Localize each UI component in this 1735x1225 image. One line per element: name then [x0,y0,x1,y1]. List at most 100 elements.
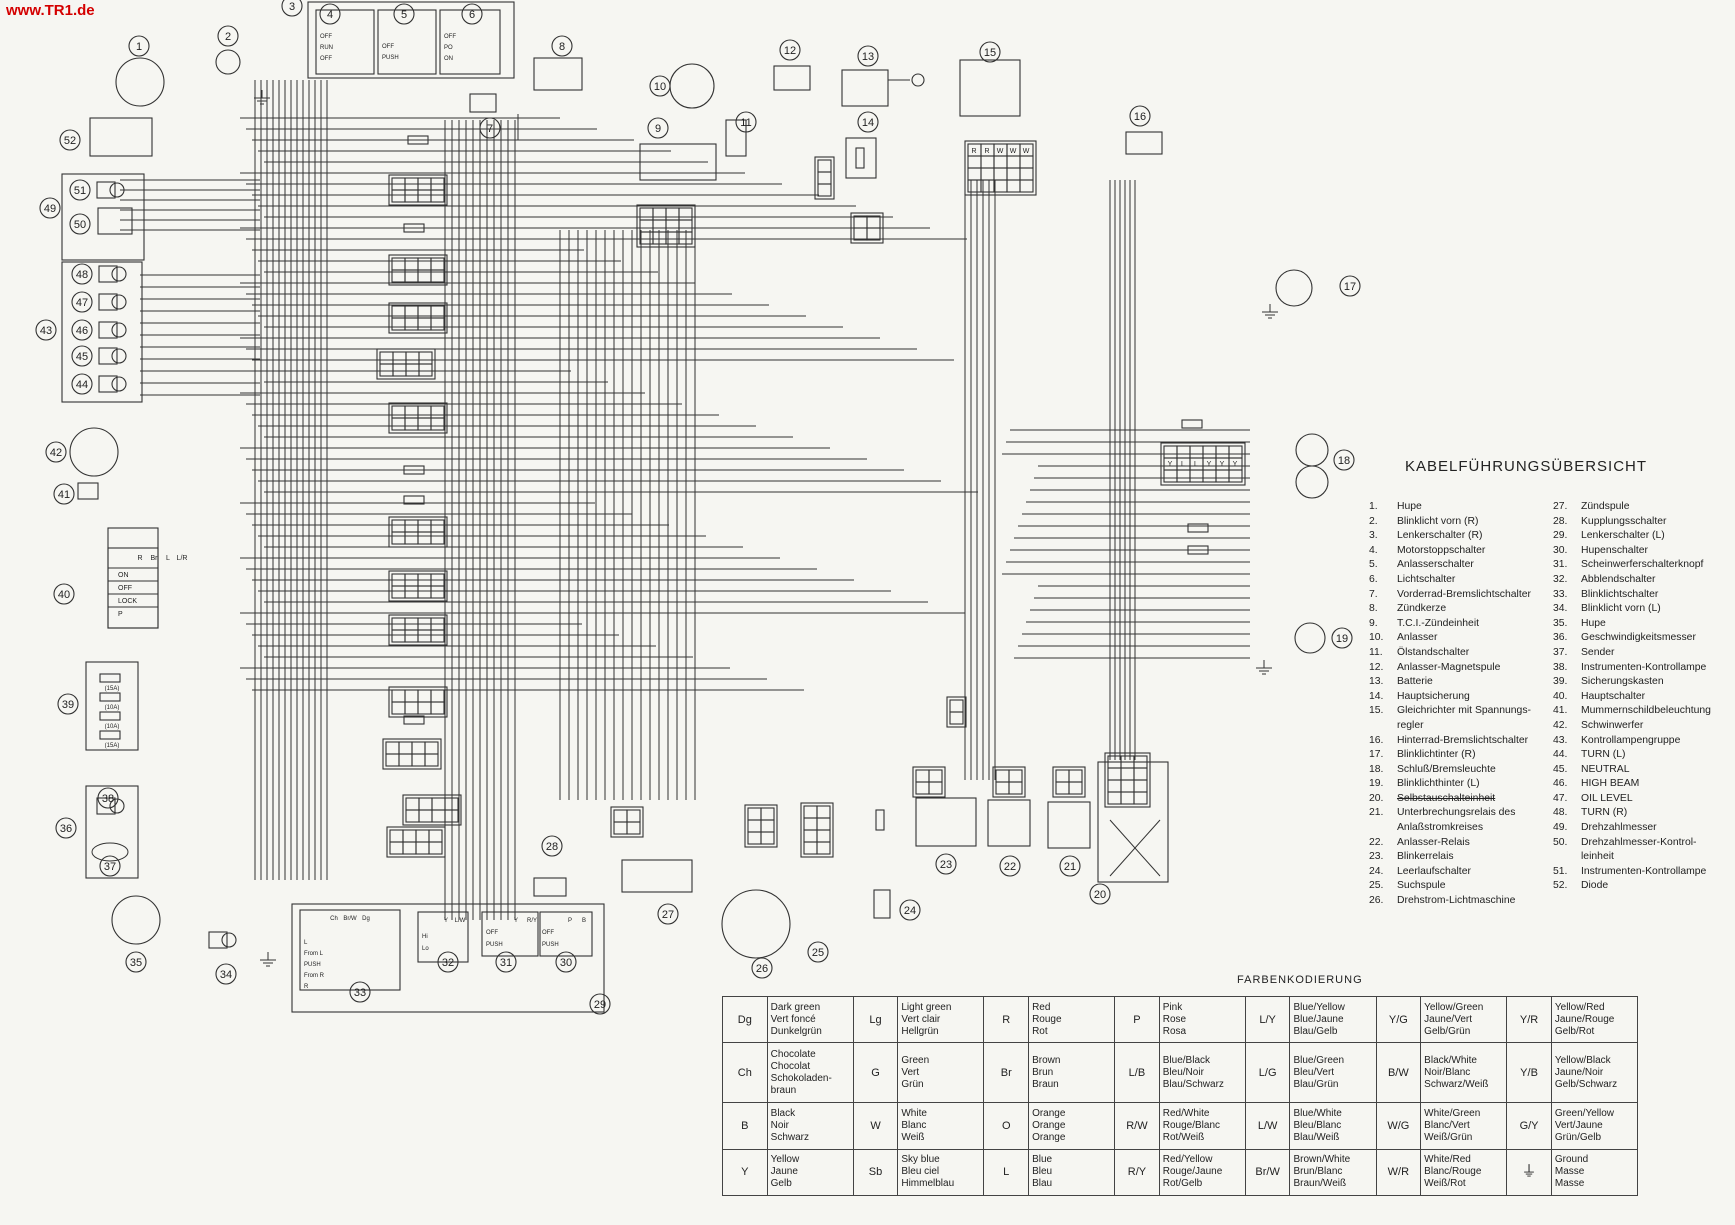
color-code: G [852,1042,899,1104]
indicator-lamp-icon [98,293,118,311]
legend-number: 20. [1369,792,1384,804]
legend-number: 21. [1369,807,1384,819]
color-name-line: Rose [1162,1013,1187,1025]
legend-item: 4.Motorstoppschalter [1369,544,1531,559]
legend-item: 49.Drehzahlmesser [1553,821,1711,836]
switch-row-label: PUSH [382,55,399,61]
color-name-line: Yellow/Red [1554,1001,1605,1013]
connector-outline [636,204,696,248]
color-name-line: Vert clair [901,1013,941,1025]
color-name-line: Rot [1032,1025,1048,1037]
legend-label: Blinklichthinter (L) [1397,778,1480,790]
color-code: G/Y [1506,1102,1552,1150]
color-name-line: Vert/Jaune [1554,1119,1603,1131]
legend-number: 52. [1553,880,1568,892]
color-code: Br/W [1244,1148,1291,1197]
legend-number: 9. [1369,617,1378,629]
harness-connector [405,351,420,365]
legend-number: 5. [1369,559,1378,571]
indicator-lamp-icon [221,932,237,948]
legend-item: 26.Drehstrom-Lichtmaschine [1369,894,1531,909]
legend-item: 42.Schwinwerfer [1553,719,1711,734]
callout-circle [35,319,57,341]
relay-connector [1008,781,1023,795]
legend-number: 36. [1553,632,1568,644]
pin-label: R [971,148,976,155]
legend-number: 22. [1369,836,1384,848]
speedometer-box [85,785,139,879]
pin-label: R [984,148,989,155]
pickup-connector [803,841,818,855]
harness-connector [430,629,445,643]
legend-number: 19. [1369,778,1384,790]
callout-number: 7 [487,123,493,135]
indicator-lamp-icon [98,347,118,365]
connector-outline [1160,442,1246,486]
fuse-icon [875,809,885,831]
neutral-switch-icon [873,889,891,919]
relay-connector [1068,781,1083,795]
color-name-line: Gelb/Rot [1554,1025,1595,1037]
callout-number: 10 [654,81,666,93]
switch-row-label: PUSH [304,962,321,968]
callout-number: 37 [104,861,116,873]
connector-outline [386,826,446,858]
relay-connector [995,769,1010,783]
switch-row-label: OFF [542,930,554,936]
color-name-line: Bleu ciel [901,1166,940,1178]
switch-header: R/Y [527,918,537,924]
fuse-icon [1187,545,1209,555]
fuse-rating: (15A) [105,743,120,749]
harness-connector [404,701,419,715]
legend-number: 8. [1369,603,1378,615]
callout-circle [125,951,147,973]
bulb-icon [1295,465,1329,499]
legend-label: Blinklichtinter (R) [1397,749,1476,761]
harness-connector [404,585,419,599]
main-switch-table [107,547,159,629]
color-name-line: Blanc [901,1119,927,1131]
indicator-lamp-icon [96,181,116,199]
legend-number: 32. [1553,573,1568,585]
callout-number: 33 [354,987,366,999]
color-name-line: Yellow/Green [1424,1001,1484,1013]
connector-outline [388,302,448,334]
color-code: L/Y [1244,995,1291,1044]
color-name-line: Bleu [1032,1166,1053,1178]
relay-connector [1008,769,1023,783]
switch-table-horn [539,911,593,957]
callout-circle [99,855,121,877]
harness-connector [389,841,404,855]
switch-row-label: OFF [382,44,394,50]
connector-outline [800,802,834,858]
callout-number: 50 [74,219,86,231]
bulb-icon [111,895,161,945]
color-name-line: Blau/Grün [1293,1078,1339,1090]
legend-number: 43. [1553,734,1568,746]
rectifier-connector [1006,179,1021,193]
legend-item: 17.Blinklichtinter (R) [1369,748,1531,763]
starter-solenoid-icon [773,65,811,91]
legend-label: Unterbrechungsrelais des [1397,807,1516,819]
color-name-line: Weiß/Grün [1424,1131,1473,1143]
harness-connector [405,797,420,811]
tail-light-connector [1228,469,1243,483]
starter-relay-box [987,799,1031,847]
legend-number: 12. [1369,661,1384,673]
connector-outline [376,348,436,380]
pickup-connector [803,817,818,831]
legend-label: Drehzahlmesser [1581,822,1657,834]
pin-label: Y [1233,461,1238,468]
fuse-icon [1181,419,1203,429]
legend-item: 29.Lenkerschalter (L) [1553,529,1711,544]
harness-connector [391,701,406,715]
tail-light-connector [1202,445,1217,459]
harness-connector [428,841,443,855]
callout-circle [55,817,77,839]
